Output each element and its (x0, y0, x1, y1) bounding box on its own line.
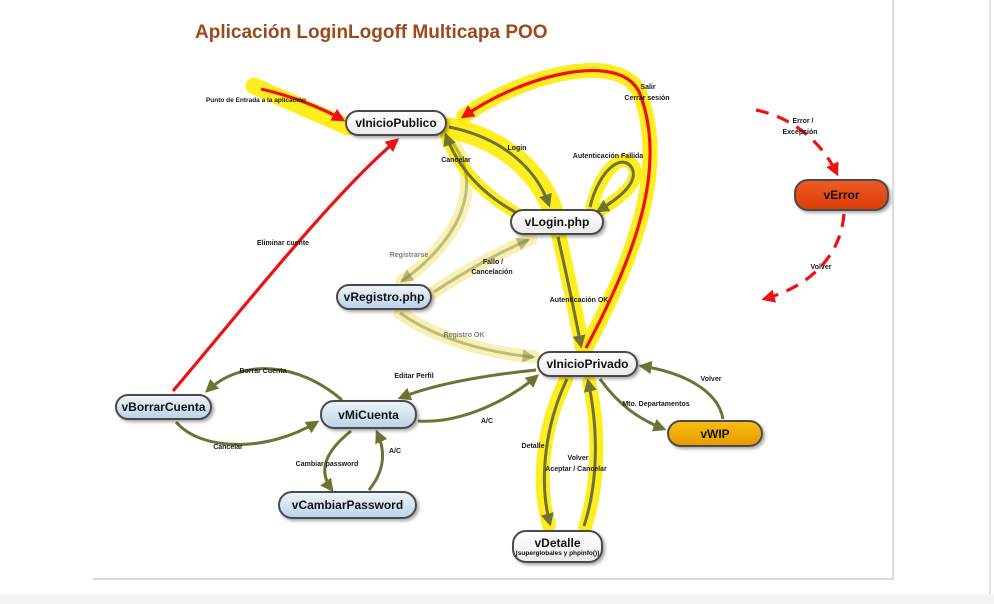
edge-fallo-cancelacion (433, 238, 531, 294)
edges-faded-group (399, 141, 536, 363)
edge-aut-ok (556, 236, 586, 349)
edge-label-cerrar-sesion: Cerrar sesión (624, 95, 670, 102)
node-sublabel: (superglobales y phpinfo()) (515, 550, 600, 557)
edge-salir-cerrar-sesion (460, 69, 652, 349)
edges-olive-group (174, 125, 725, 527)
node-label: vLogin.php (524, 215, 590, 229)
edge-label-aceptar-cancelar: Aceptar / Cancelar (545, 466, 607, 473)
edge-label-login: Login (507, 145, 527, 152)
edge-label-error: Error / (792, 118, 814, 125)
canvas-frame-bottom (93, 578, 894, 580)
edge-label-registro-ok: Registro OK (443, 332, 485, 339)
node-vMiCuenta[interactable]: vMiCuenta (320, 400, 417, 429)
node-vCambiarPassword[interactable]: vCambiarPassword (278, 491, 417, 519)
edge-label-salir: Salir (640, 84, 656, 91)
node-vWIP[interactable]: vWIP (667, 420, 763, 447)
edge-error-volver (761, 213, 846, 303)
edge-borrar-cuenta (205, 367, 343, 402)
node-label: vInicioPublico (355, 116, 437, 130)
edge-error-excepcion (755, 108, 839, 177)
edge-detalle (540, 378, 569, 527)
node-vBorrarCuenta[interactable]: vBorrarCuenta (115, 394, 212, 420)
node-label: vError (823, 188, 860, 202)
edge-label-registrarse: Registrarse (389, 252, 429, 259)
node-vInicioPublico[interactable]: vInicioPublico (345, 110, 447, 136)
edge-label-aut-fallida: Autenticación Fallida (572, 153, 644, 160)
page-border-right (989, 0, 991, 604)
edge-ac-password (367, 429, 388, 491)
node-vRegistro[interactable]: vRegistro.php (336, 284, 432, 310)
edge-mto-departamentos (598, 378, 667, 432)
edge-registrarse (399, 141, 469, 283)
node-label: vCambiarPassword (291, 498, 404, 512)
edge-label-detalle: Detalle (521, 443, 545, 450)
canvas-frame-right (892, 0, 894, 579)
edge-label-mto-departamentos: Mto. Departamentos (622, 401, 690, 408)
edge-label-borrar-cuenta: Borrar Cuenta (239, 368, 287, 375)
node-label: vInicioPrivado (546, 357, 629, 371)
edge-label-aut-ok: Autenticación OK (549, 297, 609, 304)
edge-eliminar-cuenta (171, 138, 400, 393)
edge-cancelar-borrar (174, 420, 320, 446)
edge-label-cancelar-login: Cancelar (441, 157, 471, 164)
edge-label-cancelar-borrar: Cancelar (213, 444, 243, 451)
edge-aut-fallida (588, 160, 635, 213)
edge-punto-entrada (260, 87, 346, 122)
edge-label-volver-wip: Volver (700, 376, 722, 383)
node-vLogin[interactable]: vLogin.php (510, 209, 604, 235)
edge-label-ac-password: A/C (388, 448, 402, 455)
node-label: vRegistro.php (343, 290, 425, 304)
edge-label-excepcion: Excepción (782, 129, 818, 136)
node-vInicioPrivado[interactable]: vInicioPrivado (537, 351, 638, 377)
edge-label-editar-perfil: Editar Perfil (394, 373, 434, 380)
edge-label-eliminar-cuenta: Eliminar cuente (256, 240, 310, 247)
edge-login (448, 125, 552, 208)
node-label: vMiCuenta (338, 407, 399, 422)
node-label: vDetalle (534, 536, 581, 550)
edge-cambiar-password (320, 429, 352, 493)
page-border-bottom (0, 594, 994, 604)
edge-volver-detalle (582, 378, 597, 527)
node-label: vBorrarCuenta (121, 400, 206, 414)
edge-label-ac-micuenta: A/C (480, 418, 494, 425)
edge-volver-wip (638, 361, 725, 420)
highlight-registro-ok (393, 306, 541, 364)
diagram-title: Aplicación LoginLogoff Multicapa POO (195, 22, 548, 43)
edge-editar-perfil (397, 368, 537, 401)
node-vDetalle[interactable]: vDetalle (superglobales y phpinfo()) (512, 530, 603, 563)
edge-label-fallo: Fallo / (482, 259, 504, 266)
node-vError[interactable]: vError (794, 179, 889, 211)
edge-label-cambiar-password: Cambiar password (295, 461, 359, 468)
edge-label-volver-error: Volver (810, 264, 832, 271)
edge-registro-ok (399, 311, 536, 363)
edge-ac-micuenta (417, 374, 540, 423)
edge-label-cancelacion: Cancelación (471, 269, 513, 276)
edge-cancelar (443, 132, 518, 215)
edges-red-group (171, 69, 846, 393)
edge-label-volver-detalle: Volver (567, 455, 589, 462)
node-label: vWIP (700, 426, 730, 441)
edge-label-punto-entrada: Punto de Entrada a la aplicación (205, 97, 307, 104)
